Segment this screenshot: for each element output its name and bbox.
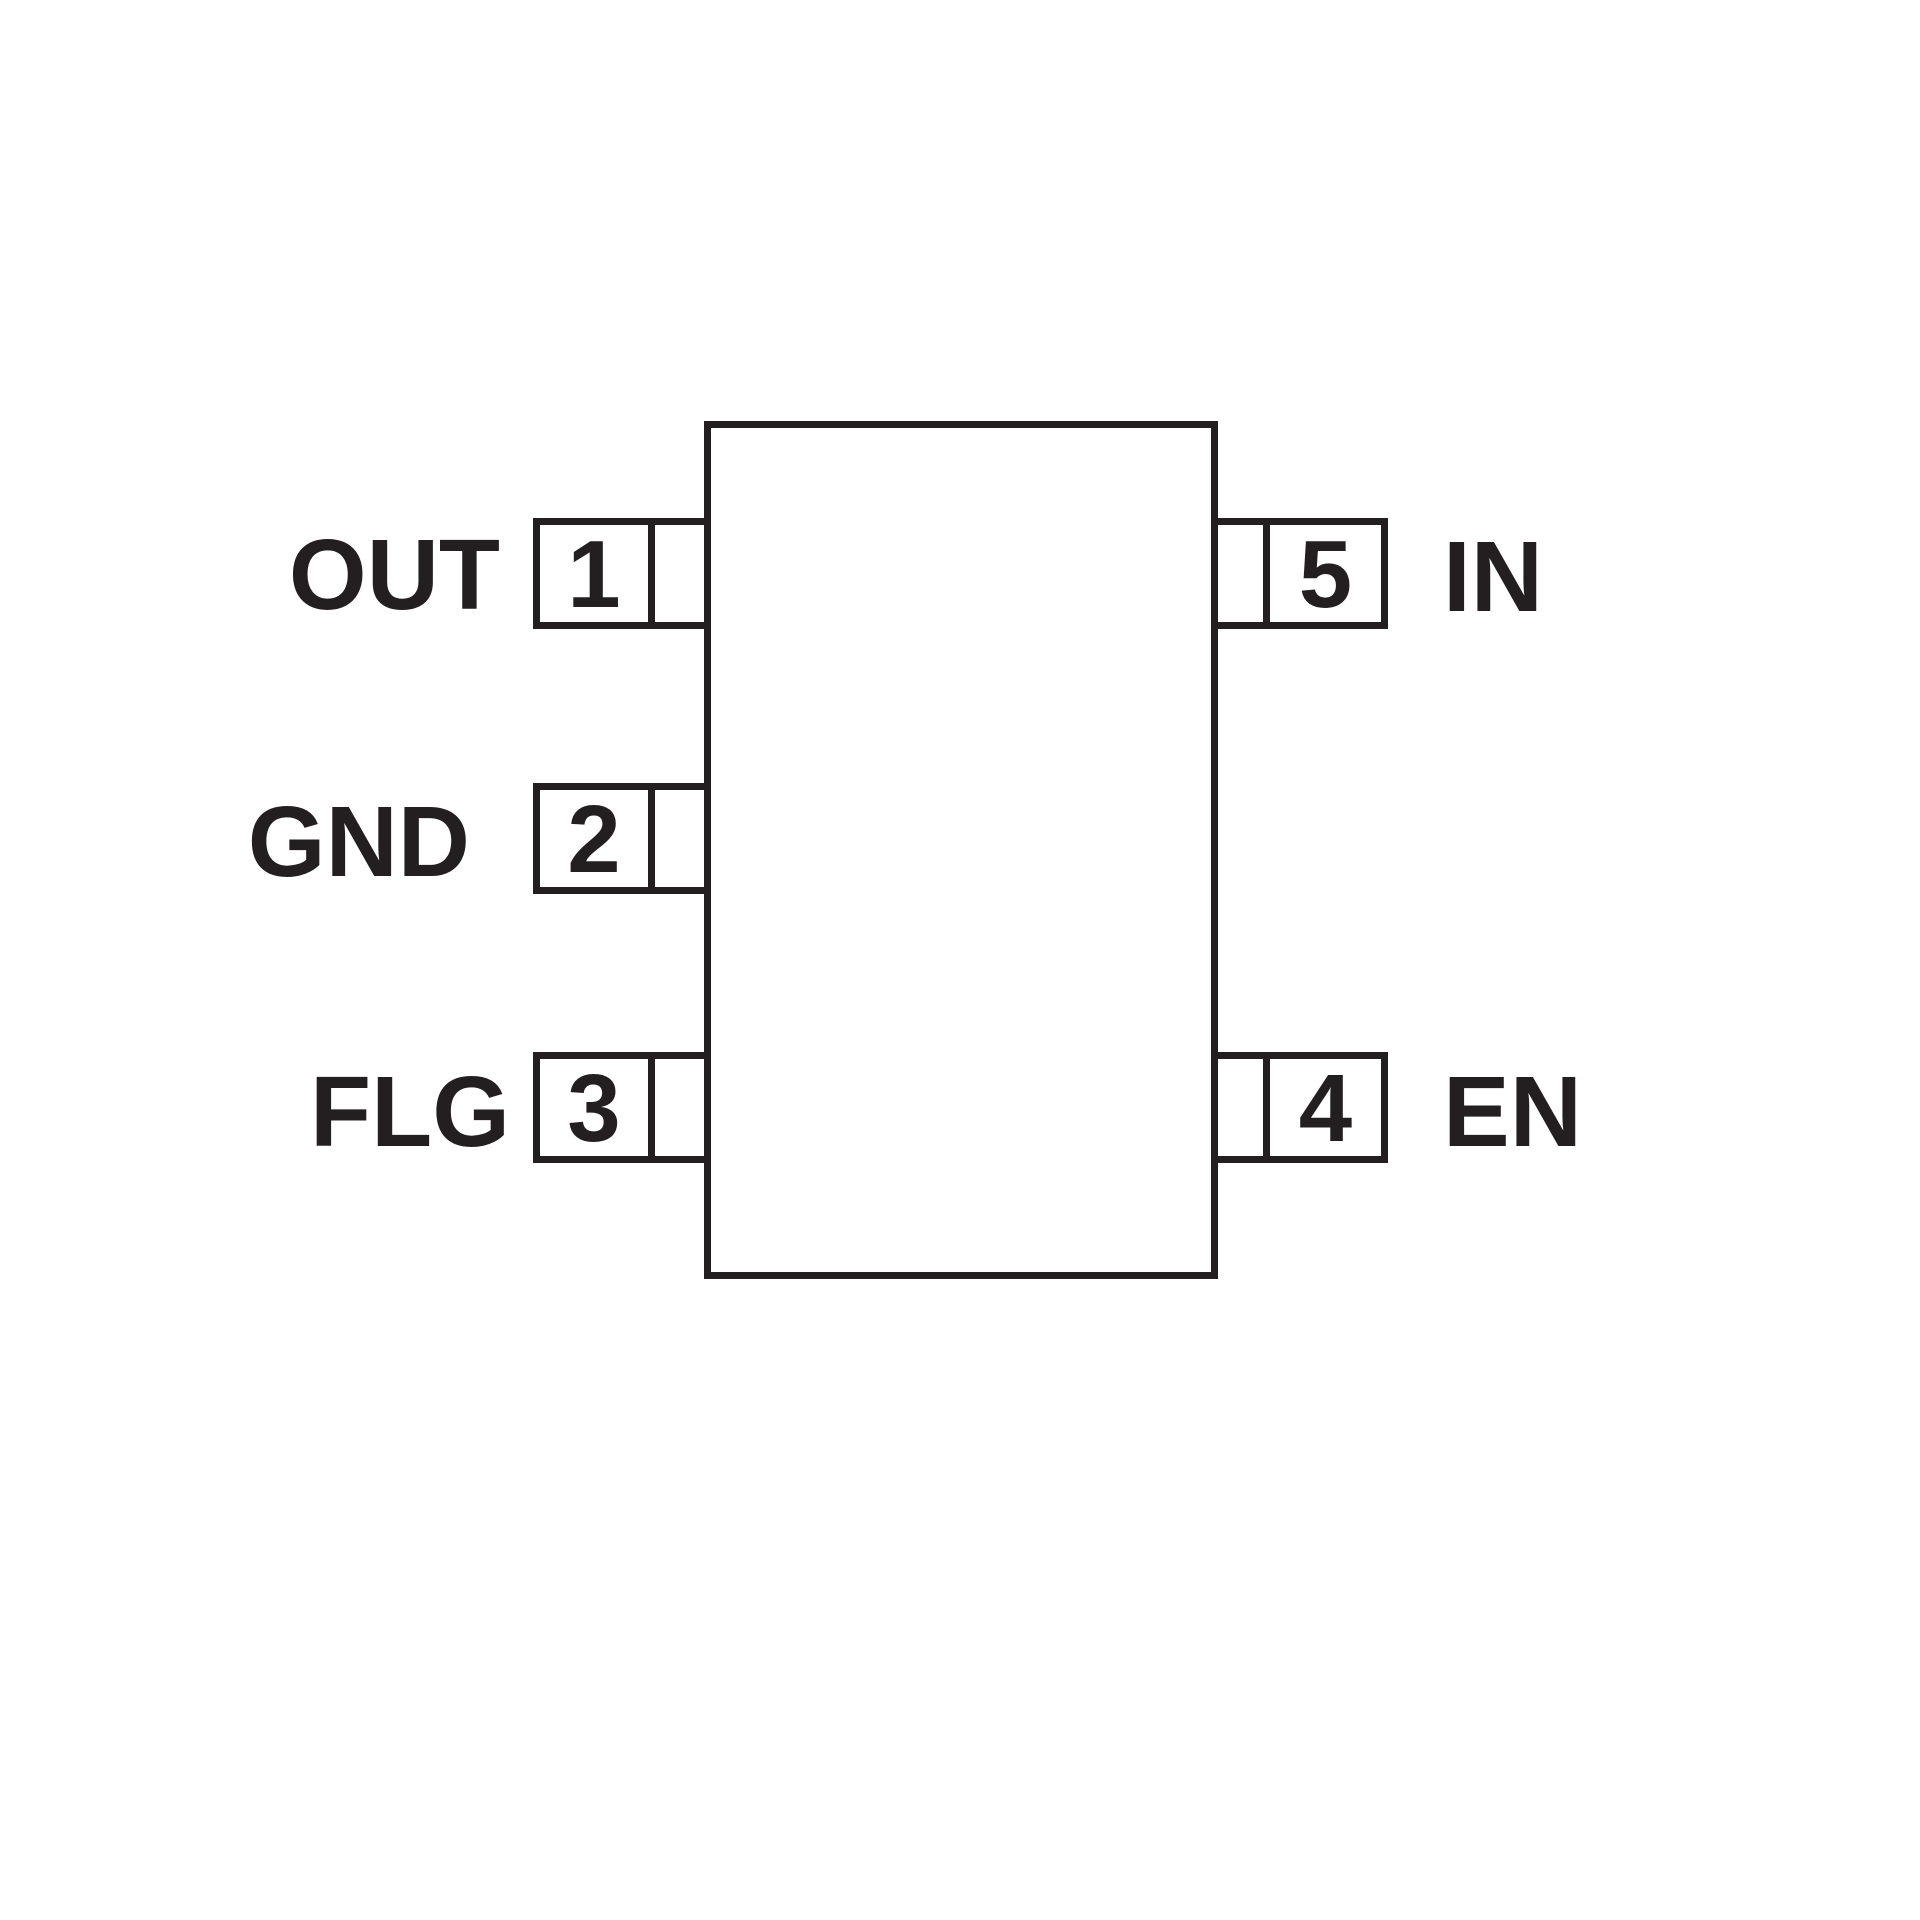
pin-5-stub <box>1218 525 1270 622</box>
pin-4-number: 4 <box>1298 1055 1353 1162</box>
pin-2-name-label: GND <box>247 786 470 898</box>
pin-1-box: 1 <box>533 518 711 629</box>
pin-5-name-label: IN <box>1443 521 1543 633</box>
pin-5-number: 5 <box>1298 521 1353 628</box>
pin-2-box: 2 <box>533 783 711 894</box>
pin-4-box: 4 <box>1211 1052 1388 1163</box>
pin-4-name-label: EN <box>1443 1056 1582 1168</box>
pin-3-number: 3 <box>540 1059 655 1157</box>
pin-2-number: 2 <box>540 790 655 888</box>
pin-2-stub <box>655 790 704 887</box>
pin-1-number: 1 <box>540 525 655 623</box>
pin-3-box: 3 <box>533 1052 711 1163</box>
pin-3-stub <box>655 1059 704 1156</box>
pin-5-box: 5 <box>1211 518 1388 629</box>
pin-1-name-label: OUT <box>288 519 500 631</box>
pin-4-stub <box>1218 1059 1270 1156</box>
ic-body <box>704 421 1218 1279</box>
pin-1-stub <box>655 525 704 622</box>
pin-3-name-label: FLG <box>310 1056 510 1168</box>
